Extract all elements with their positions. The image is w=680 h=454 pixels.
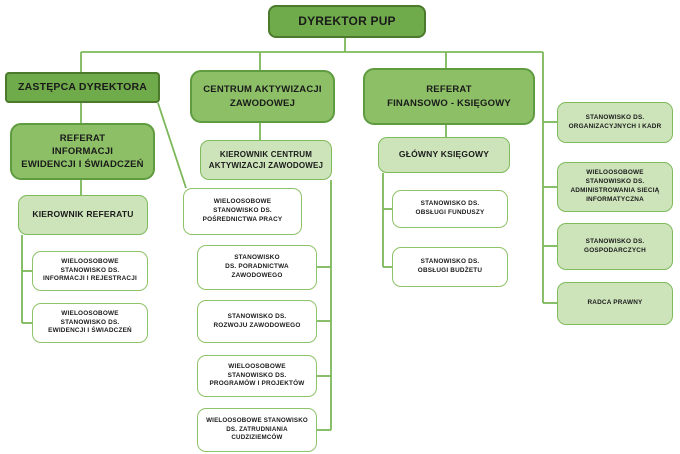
node-label-line: DS. ZATRUDNIANIA <box>226 425 288 433</box>
node-label-line: STANOWISKO DS. <box>227 312 287 320</box>
node-label-line: EWIDENCJI I ŚWIADCZEŃ <box>21 159 144 171</box>
node-label-line: STANOWISKO DS. <box>60 266 120 274</box>
node-label-line: WIELOOSOBOWE <box>61 309 119 317</box>
node-stanowisko-rozwoju-zawodowego: STANOWISKO DS.ROZWOJU ZAWODOWEGO <box>197 300 317 343</box>
node-label-line: GŁÓWNY KSIĘGOWY <box>398 149 490 160</box>
node-label-line: RADCA PRAWNY <box>587 299 643 307</box>
node-stanowisko-organizacyjnych-kadr: STANOWISKO DS.ORGANIZACYJNYCH I KADR <box>557 102 673 143</box>
node-label-line: WIELOOSOBOWE <box>228 362 286 370</box>
node-label-line: FINANSOWO - KSIĘGOWY <box>387 97 511 109</box>
node-label-line: POŚREDNICTWA PRACY <box>202 215 283 223</box>
node-label-line: EWIDENCJI I ŚWIADCZEŃ <box>48 327 132 335</box>
node-label-line: STANOWISKO DS. <box>420 258 480 266</box>
node-label-line: STANOWISKO DS. <box>420 200 480 208</box>
node-stanowisko-obslugi-funduszy: STANOWISKO DS.OBSŁUGI FUNDUSZY <box>392 190 508 228</box>
connector-line <box>157 102 187 189</box>
node-label-line: ZASTĘPCA DYREKTORA <box>17 81 148 94</box>
node-label-line: STANOWISKO DS. <box>585 178 645 186</box>
node-label-line: REFERAT <box>59 132 106 144</box>
node-label-line: INFORMACJI I REJESTRACJI <box>43 275 137 283</box>
node-label-line: STANOWISKO DS. <box>227 371 287 379</box>
node-label-line: AKTYWIZACJI ZAWODOWEJ <box>208 161 324 170</box>
node-label-line: DYREKTOR PUP <box>298 14 396 29</box>
node-label-line: CUDZIZIEMCÓW <box>231 434 283 442</box>
node-radca-prawny: RADCA PRAWNY <box>557 282 673 325</box>
node-label-line: KIEROWNIK REFERATU <box>32 209 134 220</box>
node-label-line: OBSŁUGI FUNDUSZY <box>415 209 485 216</box>
node-dyrektor-pup: DYREKTOR PUP <box>268 5 426 38</box>
node-zastepca-dyrektora: ZASTĘPCA DYREKTORA <box>5 72 160 103</box>
node-label-line: STANOWISKO DS. <box>60 318 120 326</box>
node-label-line: STANOWISKO <box>234 254 280 262</box>
node-label-line: CENTRUM AKTYWIZACJI <box>203 84 322 96</box>
node-label-line: STANOWISKO DS. <box>585 113 645 121</box>
node-label-line: PROGRAMÓW I PROJEKTÓW <box>209 380 305 388</box>
node-label-line: ADMINISTROWANIA SIECIĄ <box>570 187 660 194</box>
node-label-line: REFERAT <box>426 84 472 96</box>
node-label-line: WIELOOSOBOWE STANOWISKO <box>206 416 308 424</box>
node-label-line: STANOWISKO DS. <box>213 207 272 215</box>
node-label-line: DS. PORADNICTWA <box>225 263 289 271</box>
node-label-line: WIELOOSOBOWE <box>61 257 119 265</box>
node-label-line: ZAWODOWEJ <box>229 97 296 109</box>
node-label-line: ROZWOJU ZAWODOWEGO <box>213 321 301 329</box>
node-label-line: WIELOOSOBOWE <box>213 198 272 206</box>
node-label-line: INFORMACJI <box>51 145 114 157</box>
node-glowny-ksiegowy: GŁÓWNY KSIĘGOWY <box>378 137 510 173</box>
node-label-line: INFORMATYCZNA <box>586 195 644 203</box>
node-label-line: ORGANIZACYJNYCH I KADR <box>568 122 662 130</box>
node-label-line: WIELOOSOBOWE <box>586 169 644 177</box>
node-label-line: ZAWODOWEGO <box>231 271 283 279</box>
node-kierownik-centrum-aktywizacji: KIEROWNIK CENTRUM AKTYWIZACJI ZAWODOWEJ <box>200 140 332 180</box>
node-stanowisko-gospodarczych: STANOWISKO DS.GOSPODARCZYCH <box>557 223 673 270</box>
node-label-line: STANOWISKO DS. <box>585 237 645 245</box>
node-label-line: GOSPODARCZYCH <box>584 246 646 254</box>
node-stanowisko-obslugi-budzetu: STANOWISKO DS.OBSŁUGI BUDŻETU <box>392 247 508 287</box>
node-kierownik-referatu: KIEROWNIK REFERATU <box>18 195 148 235</box>
node-label-line: OBSŁUGI BUDŻETU <box>417 267 483 274</box>
node-label-line: KIEROWNIK CENTRUM <box>219 149 313 159</box>
